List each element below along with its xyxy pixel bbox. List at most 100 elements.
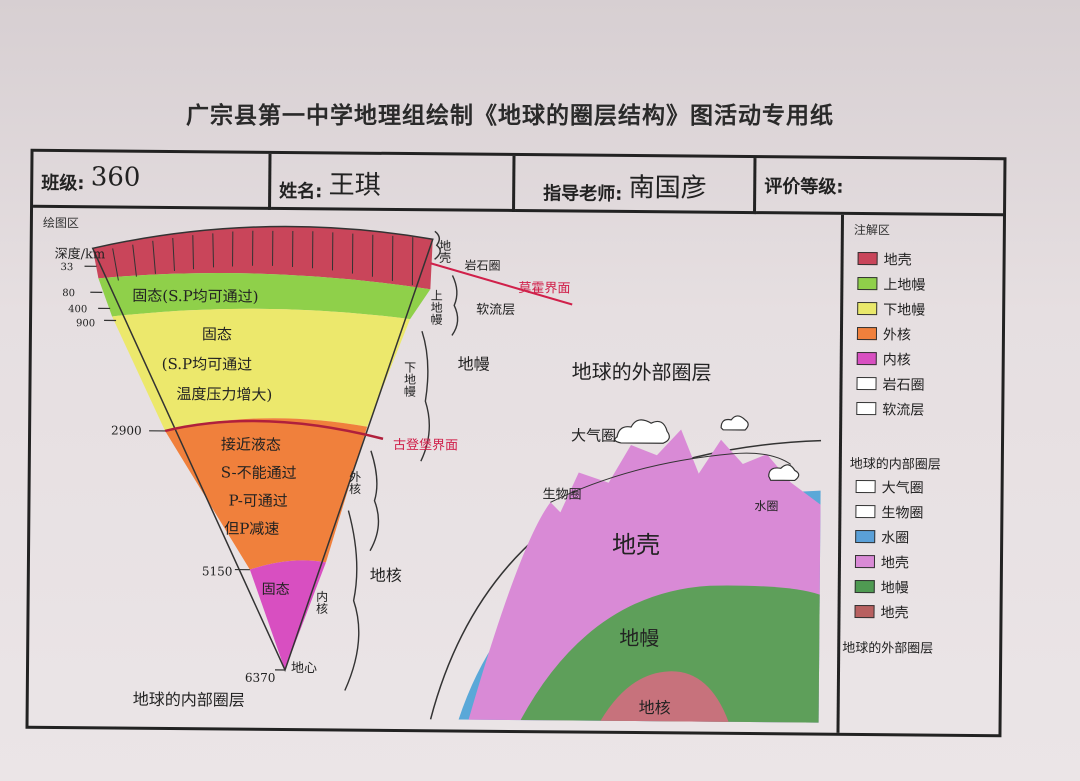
teacher-value: 南国彦	[628, 172, 707, 204]
internal-caption: 地球的内部圈层	[133, 690, 245, 710]
hydrosphere-annotation: 水圈	[754, 499, 778, 513]
grade-cell: 评价等级:	[756, 158, 1004, 217]
depth-tick-6370: 6370	[245, 671, 276, 685]
depth-tick-80: 80	[62, 288, 75, 299]
layer3-text-3: P-可通过	[228, 491, 287, 510]
wedge-outline	[91, 225, 434, 673]
biosphere-annotation: 生物圈	[542, 487, 581, 502]
depth-tick-400: 400	[68, 304, 87, 315]
ext-crust-annotation: 地壳	[612, 531, 660, 559]
legend-external-label: 生物圈	[881, 505, 924, 522]
ext-core-region	[600, 671, 729, 722]
legend-external-caption: 地球的外部圈层	[842, 640, 934, 657]
lower-mantle-annotation: 下地幔	[402, 361, 416, 398]
legend-internal-swatch	[856, 376, 877, 391]
legend-area-label: 注解区	[853, 222, 890, 238]
legend-internal-swatch	[857, 276, 878, 291]
teacher-label: 指导老师:	[543, 183, 623, 205]
layer2-text-3: 温度压力增大)	[176, 385, 272, 404]
mantle-annotation: 地幔	[458, 354, 490, 373]
inner-core-annotation: 内核	[314, 590, 328, 615]
core-annotation: 地核	[370, 566, 402, 585]
legend-external-label: 地壳	[880, 555, 910, 572]
moho-annotation: 莫霍界面	[518, 281, 570, 296]
legend-internal-caption: 地球的内部圈层	[849, 456, 941, 473]
legend-internal-swatch	[857, 301, 878, 316]
legend-external-swatch	[854, 604, 875, 619]
legend-internal-swatch	[857, 251, 878, 266]
crust-annotation: 地壳	[438, 239, 452, 264]
legend-internal-label: 下地幔	[883, 302, 926, 319]
depth-tick-33: 33	[60, 262, 73, 273]
gutenberg-line	[164, 419, 384, 441]
asthenosphere-annotation: 软流层	[476, 303, 515, 318]
depth-ticks	[84, 265, 286, 671]
depth-tick-2900: 2900	[111, 423, 142, 437]
cloud-icon	[614, 415, 800, 482]
legend-external-list: 大气圈生物圈水圈地壳地幔地壳	[844, 215, 1003, 621]
teacher-cell: 指导老师: 南国彦	[515, 155, 757, 215]
legend-area: 注解区 地壳上地幔下地幔外核内核岩石圈软流层 地球的内部圈层 大气圈生物圈水圈地…	[836, 214, 1003, 735]
depth-axis-label: 深度/km	[55, 246, 106, 262]
lithosphere-annotation: 岩石圈	[464, 258, 500, 273]
name-value: 王琪	[328, 170, 381, 201]
external-structure-diagram: 地球的外部圈层 大气圈 生物圈 水圈 地壳 地幔 地核	[429, 359, 822, 723]
legend-external-label: 大气圈	[881, 480, 924, 497]
name-cell: 姓名: 王琪	[271, 153, 516, 212]
wedge-lower-mantle	[112, 308, 411, 431]
layer3-text-1: 接近液态	[221, 435, 281, 454]
legend-internal-label: 上地幔	[883, 277, 926, 294]
layer4-text: 固态	[262, 582, 290, 598]
legend-external-swatch	[855, 479, 876, 494]
layer-braces	[344, 230, 459, 691]
grade-label: 评价等级:	[764, 176, 844, 198]
legend-internal-list: 地壳上地幔下地幔外核内核岩石圈软流层	[844, 215, 1003, 419]
upper-mantle-annotation: 上地幔	[429, 289, 443, 326]
layer2-text-2: (S.P均可通过	[162, 355, 253, 374]
legend-external-swatch	[854, 554, 876, 569]
class-cell: 班级: 360	[33, 151, 272, 210]
center-annotation: 地心	[291, 661, 317, 676]
legend-external-label: 水圈	[881, 530, 910, 547]
layer2-text-1: 固态	[202, 325, 232, 343]
class-label: 班级:	[41, 172, 85, 195]
legend-internal-swatch	[856, 401, 877, 416]
internal-structure-diagram: 深度/km 33 80 400 900 2900 5150 6370 固态(S.…	[55, 225, 573, 710]
legend-internal-swatch	[856, 351, 877, 366]
page-title: 广宗县第一中学地理组绘制《地球的圈层结构》图活动专用纸	[186, 103, 834, 129]
legend-internal-swatch	[856, 326, 878, 341]
legend-external-label: 地幔	[880, 580, 909, 597]
moho-line	[430, 262, 573, 306]
ext-core-annotation: 地核	[639, 698, 671, 717]
layer1-text: 固态(S.P均可通过)	[132, 287, 258, 306]
name-label: 姓名:	[279, 180, 323, 203]
legend-internal-label: 内核	[882, 352, 911, 369]
wedge-outer-core	[165, 418, 368, 570]
outer-core-annotation: 外核	[348, 470, 362, 495]
drawing-area: 深度/km 33 80 400 900 2900 5150 6370 固态(S.…	[55, 225, 822, 723]
layer3-text-4: 但P减速	[224, 519, 279, 537]
depth-tick-5150: 5150	[202, 564, 233, 578]
wedge-inner-core	[249, 560, 326, 670]
legend-internal-label: 岩石圈	[882, 377, 925, 394]
lithosphere-hatch	[112, 230, 414, 286]
legend-internal-label: 软流层	[882, 402, 925, 419]
legend-external-swatch	[855, 529, 876, 544]
wedge-crust	[92, 226, 433, 290]
depth-tick-900: 900	[76, 318, 95, 329]
legend-internal-label: 外核	[882, 327, 912, 344]
class-value: 360	[90, 162, 141, 193]
external-title: 地球的外部圈层	[572, 359, 712, 384]
legend-external-swatch	[854, 579, 875, 594]
ext-mantle-annotation: 地幔	[619, 626, 659, 650]
atmosphere-annotation: 大气圈	[571, 426, 616, 444]
legend-external-label: 地壳	[880, 605, 909, 622]
worksheet-frame: 班级: 360 姓名: 王琪 指导老师: 南国彦 评价等级: 绘图区	[25, 148, 1007, 738]
biosphere-line	[550, 452, 792, 503]
legend-external-swatch	[855, 504, 876, 519]
legend-internal-label: 地壳	[883, 252, 912, 269]
layer3-text-2: S-不能通过	[221, 463, 297, 482]
wedge-upper-mantle	[98, 273, 431, 320]
ext-mantle-region	[520, 585, 820, 723]
gutenberg-annotation: 古登堡界面	[393, 437, 458, 454]
